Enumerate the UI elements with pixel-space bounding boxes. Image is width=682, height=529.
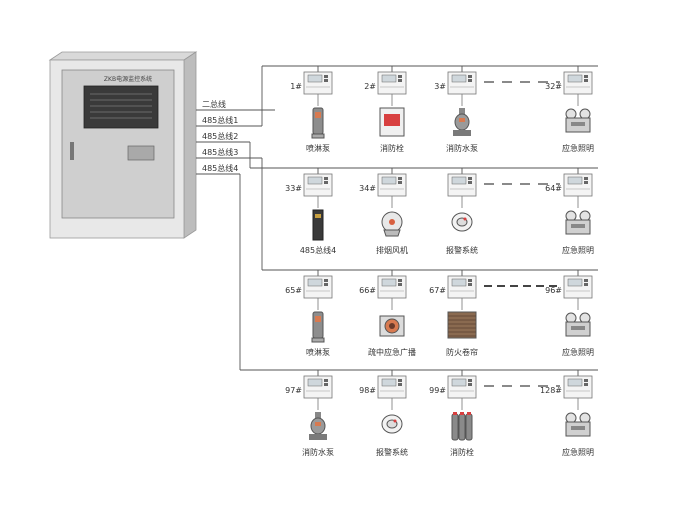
module-row-3 [303,270,593,343]
device-name-label: 喷淋泵 [306,144,330,153]
device-name-label: 防火卷帘 [446,348,478,357]
broadcast-speaker-icon [379,315,405,337]
device-name-label: 消防栓 [380,144,404,153]
module-id-label: 96# [545,286,562,295]
trunk-label-485-1: 485总线1 [202,116,239,125]
monitor-module[interactable] [377,66,407,106]
cabinet-handle [70,142,74,160]
trunk-label-485-4: 485总线4 [202,164,239,173]
water-pump-icon [309,412,327,440]
water-pump-icon [453,108,471,136]
trunk-wires [196,65,598,371]
module-id-label: 97# [285,386,302,395]
cabinet-screen [83,85,159,129]
emergency-light-icon [565,412,591,437]
module-row-4 [303,370,593,441]
module-row-1 [303,66,593,139]
monitor-module[interactable] [377,270,407,310]
device-name-label: 报警系统 [446,246,478,255]
module-id-label: 98# [359,386,376,395]
monitor-module[interactable] [303,270,333,310]
module-id-label: 34# [359,184,376,193]
monitor-module[interactable] [563,168,593,208]
module-id-label: 32# [545,82,562,91]
device-name-label: 排烟风机 [376,246,408,255]
monitor-module[interactable] [377,370,407,410]
module-id-label: 128# [540,386,562,395]
monitor-module[interactable] [303,66,333,106]
monitor-module[interactable] [303,168,333,208]
monitor-module[interactable] [377,168,407,208]
emergency-light-icon [565,108,591,133]
trunk-label-485-2: 485总线2 [202,132,239,141]
monitor-module[interactable] [303,370,333,410]
monitor-module[interactable] [447,370,477,410]
monitor-module[interactable] [447,168,477,208]
module-id-label: 65# [285,286,302,295]
module-id-label: 1# [290,82,302,91]
fire-shutter-icon [447,311,477,339]
monitor-module[interactable] [563,270,593,310]
sprinkler-pump-icon [311,107,325,139]
emergency-light-icon [565,312,591,337]
alarm-detector-icon [381,414,403,434]
module-id-label: 99# [429,386,446,395]
monitor-module[interactable] [563,370,593,410]
cabinet-title: ZKB电源监控系统 [103,76,153,83]
module-id-label: 64# [545,184,562,193]
hydrant-box-icon [379,107,405,137]
module-id-label: 66# [359,286,376,295]
module-id-label: 33# [285,184,302,193]
device-name-label: 应急照明 [562,348,594,357]
sprinkler-pump-icon [311,311,325,343]
trunk-label-485-3: 485总线3 [202,148,239,157]
device-name-label: 应急照明 [562,448,594,457]
trunk-label-two-bus: 二总线 [202,100,226,109]
device-name-label: 疏中应急广播 [368,348,416,357]
module-id-label: 2# [364,82,376,91]
device-name-label: 485总线4 [299,246,337,255]
device-name-label: 消防水泵 [302,448,334,457]
bus-terminal-icon [312,209,324,241]
module-row-2 [303,168,593,241]
gas-cylinder-icon [451,412,473,441]
smoke-fan-icon [381,211,403,237]
cabinet-printer [127,145,155,161]
module-id-label: 3# [434,82,446,91]
device-name-label: 应急照明 [562,246,594,255]
device-name-label: 消防水泵 [446,144,478,153]
controller-cabinet [48,51,198,239]
alarm-detector-icon [451,212,473,232]
monitor-module[interactable] [447,270,477,310]
emergency-light-icon [565,210,591,235]
device-name-label: 消防栓 [450,448,474,457]
device-name-label: 应急照明 [562,144,594,153]
device-name-label: 报警系统 [376,448,408,457]
module-id-label: 67# [429,286,446,295]
device-name-label: 喷淋泵 [306,348,330,357]
monitor-module[interactable] [563,66,593,106]
monitor-module[interactable] [447,66,477,106]
